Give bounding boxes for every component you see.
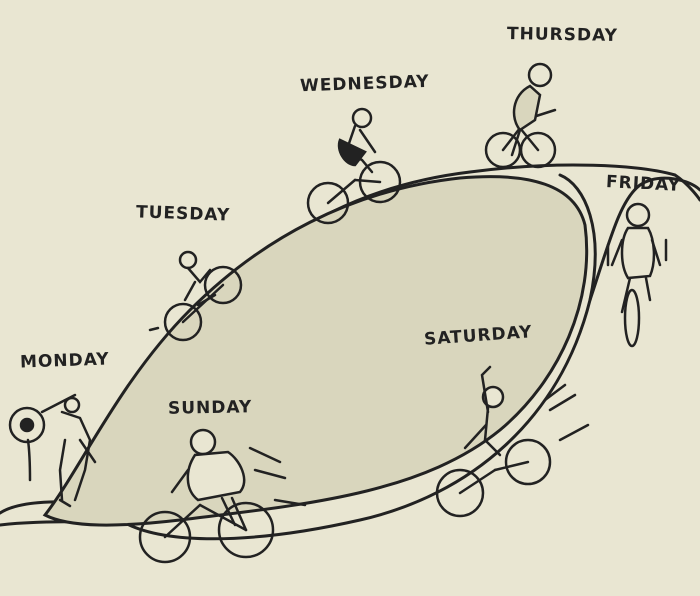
hill [42, 175, 589, 527]
saturday-cyclist [435, 365, 590, 518]
monday-cyclist [8, 393, 97, 508]
thursday-cyclist [484, 62, 557, 169]
friday-cyclist [606, 202, 668, 348]
label-sunday: SUNDAY [167, 397, 253, 419]
label-tuesday: TUESDAY [135, 202, 231, 226]
label-friday: FRIDAY [605, 172, 682, 196]
label-thursday: THURSDAY [506, 24, 619, 46]
label-monday: MONDAY [19, 349, 110, 373]
tuesday-cyclist [148, 250, 243, 342]
wednesday-cyclist [306, 107, 402, 225]
sunday-cyclist [138, 428, 307, 564]
